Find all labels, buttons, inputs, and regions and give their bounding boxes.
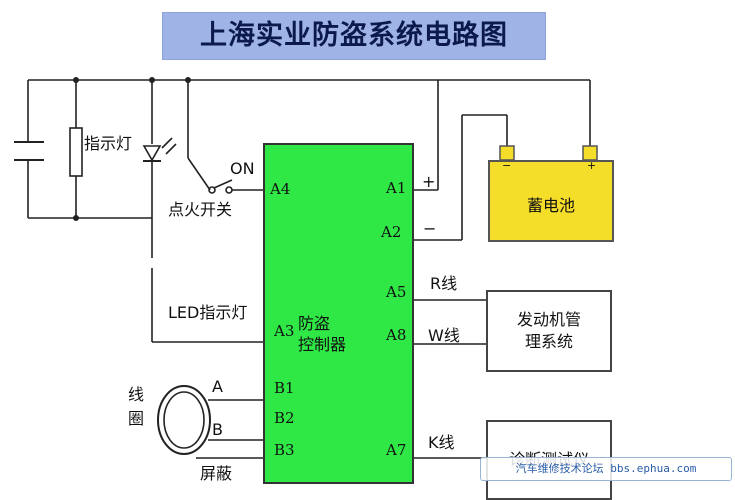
coil-inner (163, 391, 205, 449)
plus-sign: + (422, 172, 436, 191)
pin-a5: A5 (386, 283, 407, 301)
coil-b-label: B (212, 420, 223, 439)
switch-contact-right (225, 186, 233, 194)
forum-watermark: 汽车维修技术论坛 bbs.ephua.com (480, 457, 732, 481)
controller-label-line1: 防盗 (298, 314, 331, 333)
battery-minus-mark: − (502, 159, 512, 172)
coil-outer (157, 385, 211, 455)
r-line-label: R线 (430, 274, 458, 293)
engine-management-box (486, 290, 612, 372)
battery-terminal-plus (582, 145, 598, 161)
ecu-label-line1: 发动机管 (516, 310, 581, 329)
pin-a1: A1 (386, 179, 407, 197)
pin-b1: B1 (274, 379, 295, 397)
junction-dot (149, 77, 155, 83)
junction-dot (73, 215, 79, 221)
pin-a3: A3 (274, 322, 295, 340)
led-arrow-1 (161, 137, 173, 149)
battery-label: 蓄电池 (526, 196, 575, 215)
switch-lever (213, 179, 233, 189)
coil-a-label: A (212, 377, 223, 396)
ignition-switch-label: 点火开关 (168, 200, 233, 219)
junction-dot (185, 77, 191, 83)
pin-b3: B3 (274, 441, 295, 459)
circuit-diagram: 上海实业防盗系统电路图 指示灯 ON 点火开关 LED指示灯 A4 A3 B1 … (14, 12, 732, 500)
battery-box (488, 160, 614, 242)
wire-switch-diag (187, 157, 211, 191)
pin-b2: B2 (274, 409, 295, 427)
switch-contact-left (208, 186, 216, 194)
junction-dot (73, 77, 79, 83)
led-indicator-label: LED指示灯 (168, 303, 248, 322)
coil-label-line2: 圈 (128, 409, 145, 428)
diagram-title: 上海实业防盗系统电路图 (162, 12, 546, 60)
k-line-label: K线 (428, 433, 455, 452)
led-arrow-2 (165, 143, 177, 155)
ecu-label-line2: 理系统 (524, 332, 573, 351)
pin-a2: A2 (381, 223, 402, 241)
wiring (14, 77, 598, 459)
pin-a4: A4 (270, 180, 291, 198)
pin-a8: A8 (386, 326, 407, 344)
pin-a7: A7 (386, 441, 407, 459)
w-line-label: W线 (428, 326, 460, 345)
minus-sign: − (423, 219, 437, 238)
led-diode (142, 145, 162, 162)
indicator-lamp-resistor (69, 127, 83, 177)
shield-label: 屏蔽 (200, 464, 233, 483)
battery-plus-mark: + (587, 159, 597, 172)
coil-label-line1: 线 (128, 385, 145, 404)
indicator-lamp-label: 指示灯 (84, 134, 133, 153)
switch-on-label: ON (230, 159, 255, 178)
battery-terminal-minus (499, 145, 515, 161)
controller-label-line2: 控制器 (298, 335, 347, 354)
anti-theft-controller (263, 143, 414, 484)
